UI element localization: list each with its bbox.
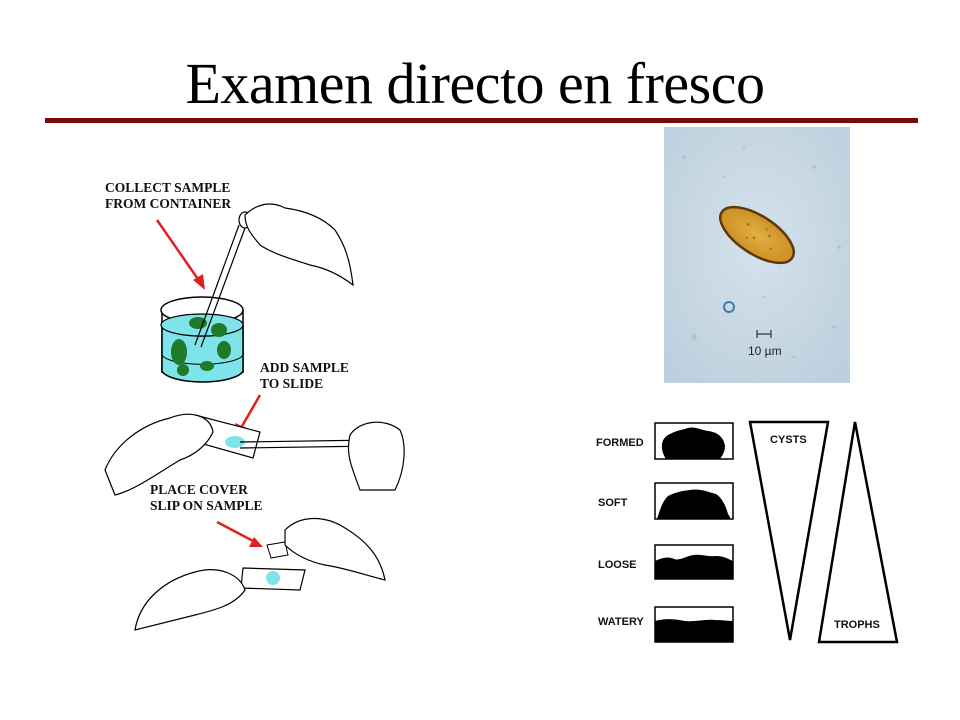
micrograph-image: 10 µm bbox=[664, 127, 850, 383]
hand-icon bbox=[347, 421, 405, 491]
beaker-icon bbox=[160, 296, 244, 383]
red-arrow-icon bbox=[155, 219, 205, 290]
loose-stool-box bbox=[654, 544, 734, 580]
scale-bar bbox=[756, 330, 772, 338]
consistency-label-formed: FORMED bbox=[596, 437, 644, 449]
slide-with-sample bbox=[188, 414, 376, 459]
trophs-label: TROPHS bbox=[834, 619, 880, 631]
hand-icon bbox=[104, 413, 214, 496]
step3-label-line1: PLACE COVER bbox=[150, 482, 248, 497]
soft-stool-box bbox=[654, 482, 734, 520]
stool-consistency-diagram: FORMED SOFT LOOSE WATERY CYSTS TROPHS bbox=[596, 420, 899, 644]
step2-label-line1: ADD SAMPLE bbox=[260, 360, 349, 375]
small-cell bbox=[723, 301, 735, 313]
consistency-label-watery: WATERY bbox=[598, 616, 644, 628]
trophs-triangle: TROPHS bbox=[817, 421, 899, 644]
procedure-illustration: COLLECT SAMPLE FROM CONTAINER ADD SAMPLE… bbox=[104, 180, 405, 631]
title-divider bbox=[45, 118, 918, 123]
step1-label-line2: FROM CONTAINER bbox=[105, 196, 231, 211]
consistency-label-soft: SOFT bbox=[598, 497, 628, 509]
step1-label-line1: COLLECT SAMPLE bbox=[105, 180, 230, 195]
hand-icon bbox=[244, 203, 354, 287]
consistency-label-loose: LOOSE bbox=[598, 559, 637, 571]
hand-icon bbox=[134, 569, 246, 631]
cysts-triangle: CYSTS bbox=[748, 420, 830, 641]
watery-stool-box bbox=[654, 606, 734, 643]
parasite-egg bbox=[719, 205, 795, 265]
specimen-blobs bbox=[171, 317, 231, 376]
slide-title: Examen directo en fresco bbox=[185, 51, 766, 116]
scale-label: 10 µm bbox=[748, 344, 782, 358]
cysts-label: CYSTS bbox=[770, 434, 807, 446]
red-arrow-icon bbox=[216, 520, 263, 547]
step2-label-line2: TO SLIDE bbox=[260, 376, 323, 391]
hand-icon bbox=[284, 517, 386, 581]
cover-slip bbox=[266, 541, 289, 559]
step3-label-line2: SLIP ON SAMPLE bbox=[150, 498, 263, 513]
formed-stool-box bbox=[654, 422, 734, 460]
